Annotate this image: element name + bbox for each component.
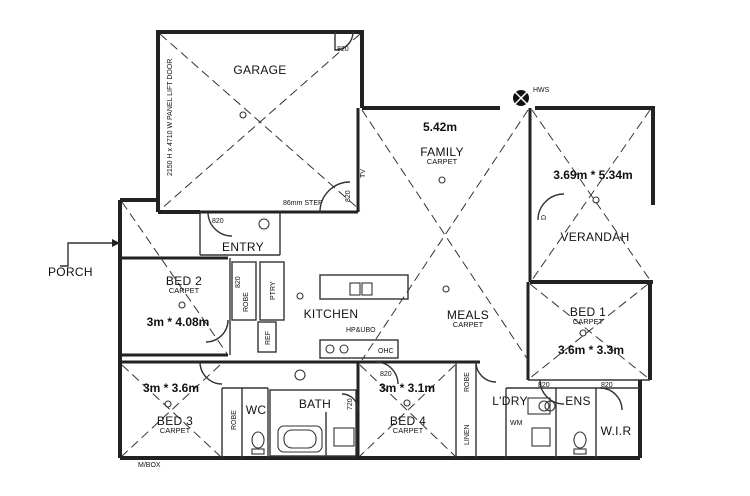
dimension-bed3: 3m * 3.6m [143,381,199,395]
hp-ubo-label: HP&UBO [346,327,376,334]
ens-door-width: 820 [601,382,613,389]
hws-label: HWS [533,87,550,94]
entry-door-width: 820 [212,218,224,225]
room-label-bed4: BED 4 [390,414,426,428]
room-label-ldry: L'DRY [492,394,528,408]
light-points [164,111,600,408]
garage-door-width: 820 [337,46,349,53]
family-door-width: 820 [345,190,352,202]
room-label-bath: BATH [299,397,331,411]
dimension-family: 5.42m [423,120,457,134]
bath-door-width: 720 [347,398,354,410]
ref-label: REF [265,331,272,345]
room-label-bed1: BED 1 [570,305,606,319]
bed4-door-width: 820 [380,371,392,378]
ldry-door-width: 820 [538,382,550,389]
tv-label: TV [360,169,367,178]
exterior-walls [118,30,655,460]
step-label: 86mm STEP [283,200,323,207]
floor-label-bed3: CARPET [160,426,191,435]
room-label-kitchen: KITCHEN [304,307,359,321]
floor-label-bed1: CARPET [573,317,604,326]
room-label-wc: WC [246,403,267,417]
porch-arrow [60,239,120,267]
floor-label-bed2: CARPET [169,286,200,295]
dimension-bed4: 3m * 3.1m [379,381,435,395]
mbox-label: M/BOX [138,462,161,469]
dimension-bed1: 3.6m * 3.3m [558,343,624,357]
robe-bed2-label: ROBE [243,292,250,312]
floor-label-meals: CARPET [453,320,484,329]
garage-door-label: 2150 H x 4710 W PANEL LIFT DOOR [167,59,174,176]
pantry-label: PTRY [270,281,277,300]
robe-bed3-label: ROBE [231,410,238,430]
ceiling-dashed-lines [121,33,651,457]
room-label-bed2: BED 2 [166,274,202,288]
dimension-bed2: 3m * 4.08m [147,315,210,329]
robe-bed4-label: ROBE [464,372,471,392]
room-label-garage: GARAGE [233,63,286,77]
room-label-verandah: VERANDAH [560,230,629,244]
floor-label-family: CARPET [427,157,458,166]
room-label-bed3: BED 3 [157,414,193,428]
room-label-meals: MEALS [447,308,489,322]
verandah-d-label: D [541,215,548,220]
wm-label: WM [510,420,523,427]
bed2-door-width: 820 [235,276,242,288]
room-label-family: FAMILY [420,145,464,159]
floor-label-bed4: CARPET [393,426,424,435]
ohc-label: OHC [378,348,394,355]
door-swings [199,31,623,411]
dimension-verandah: 3.69m * 5.34m [553,168,632,182]
room-label-entry: ENTRY [222,240,264,254]
room-label-wir: W.I.R [601,424,632,438]
interior-walls [120,108,650,458]
fixtures [251,90,587,455]
room-label-porch: PORCH [48,265,93,279]
room-label-ens: ENS [565,394,591,408]
linen-label: LINEN [464,424,471,445]
